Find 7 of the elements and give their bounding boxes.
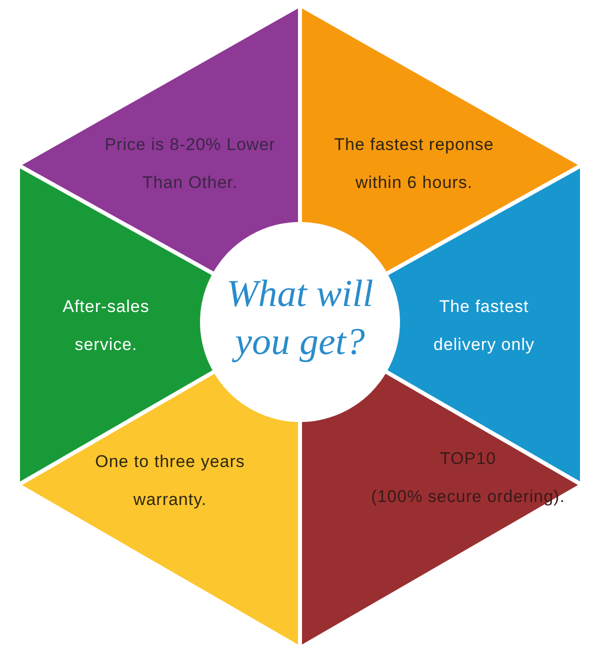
- segment-label: The fastest reponse within 6 hours.: [333, 134, 495, 194]
- segment-label: After-sales service.: [62, 296, 150, 356]
- segment-label: Price is 8-20% Lower Than Other.: [104, 134, 276, 194]
- segment-label: The fastest delivery only: [432, 296, 536, 356]
- segment-label: TOP10: [440, 448, 496, 470]
- center-question: What will you get?: [226, 272, 374, 365]
- segment-label: One to three years warranty.: [94, 451, 246, 511]
